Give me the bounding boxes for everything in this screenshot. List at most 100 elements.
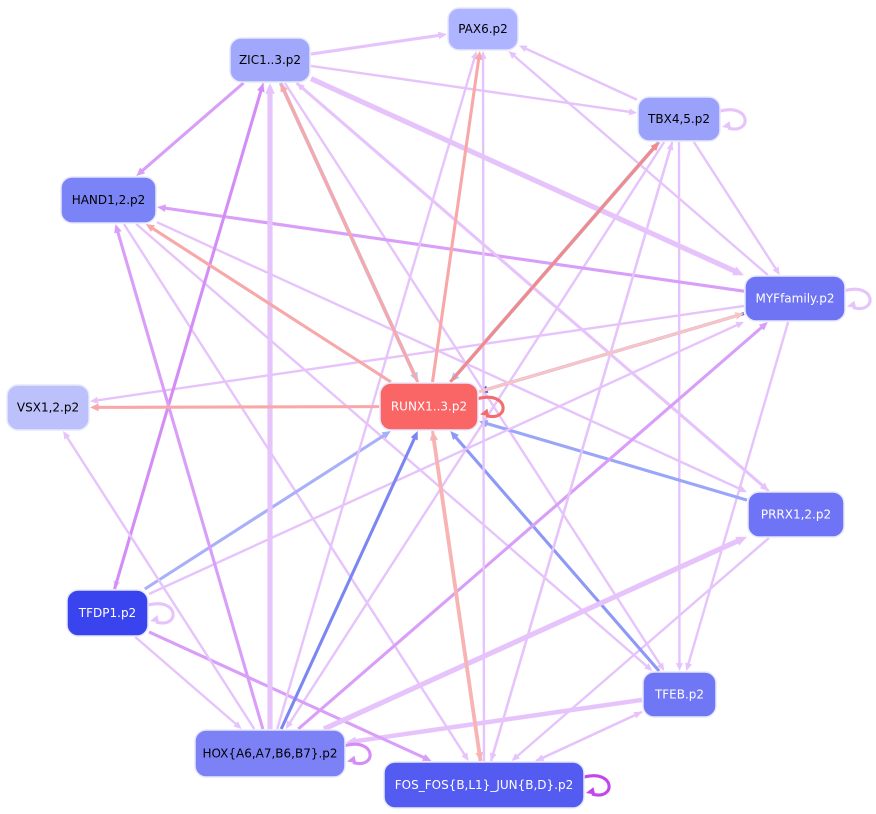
edge-arrowhead xyxy=(772,266,780,275)
edge-runx-to-hand xyxy=(145,224,392,384)
node-label: HAND1,2.p2 xyxy=(72,193,146,207)
edge-line xyxy=(322,538,740,732)
edge-runx-to-tbx xyxy=(449,142,659,384)
node-label: FOS_FOS{B,L1}_JUN{B,D}.p2 xyxy=(395,778,574,792)
edge-line xyxy=(430,58,481,383)
node-box[interactable] xyxy=(194,729,346,778)
node-box[interactable] xyxy=(60,176,157,224)
edge-line xyxy=(164,206,745,293)
node-hox[interactable]: HOX{A6,A7,B6,B7}.p2 xyxy=(194,729,346,778)
edge-line xyxy=(116,230,265,730)
node-box[interactable] xyxy=(379,382,479,431)
edge-runx-to-fos xyxy=(431,430,484,761)
edge-runx-to-runx xyxy=(477,395,505,419)
node-box[interactable] xyxy=(747,491,845,538)
edge-tbx-to-tfeb xyxy=(675,141,683,671)
node-pax6[interactable]: PAX6.p2 xyxy=(447,7,519,51)
node-label: PAX6.p2 xyxy=(458,22,508,36)
edge-fos-to-fos xyxy=(583,774,611,797)
nodes-layer: PAX6.p2ZIC1..3.p2TBX4,5.p2HAND1,2.p2MYFf… xyxy=(6,7,846,809)
edge-line xyxy=(301,86,770,492)
edge-line xyxy=(478,314,738,394)
edge-hox-to-hox xyxy=(344,742,372,766)
node-myf[interactable]: MYFfamily.p2 xyxy=(744,275,846,322)
node-prrx[interactable]: PRRX1,2.p2 xyxy=(747,491,845,538)
edge-line xyxy=(276,57,476,730)
edges-layer xyxy=(63,31,872,797)
node-box[interactable] xyxy=(637,96,721,142)
edge-arrowhead xyxy=(437,31,447,40)
edge-tfdp-to-zic xyxy=(113,83,265,590)
node-runx[interactable]: RUNX1..3.p2 xyxy=(379,382,479,431)
edge-line xyxy=(279,437,417,730)
node-fos[interactable]: FOS_FOS{B,L1}_JUN{B,D}.p2 xyxy=(383,761,585,809)
edge-line xyxy=(147,602,175,625)
edge-hox-to-prrx xyxy=(322,536,747,732)
edge-tfdp-to-hox xyxy=(134,636,242,729)
node-box[interactable] xyxy=(66,589,149,637)
edge-line xyxy=(431,430,481,754)
edge-line xyxy=(310,33,440,56)
edge-prrx-to-fos xyxy=(511,537,770,761)
node-label: MYFfamily.p2 xyxy=(756,292,835,306)
edge-tbx-to-pax6 xyxy=(519,45,638,101)
node-tfdp[interactable]: TFDP1.p2 xyxy=(66,589,149,637)
edge-line xyxy=(135,223,648,668)
edge-hox-to-hand xyxy=(114,224,265,730)
edge-hox-to-myf xyxy=(297,322,768,731)
edge-arrowhead xyxy=(650,142,659,151)
edge-line xyxy=(65,436,256,730)
edge-tfdp-to-runx xyxy=(144,431,391,591)
node-label: VSX1,2.p2 xyxy=(17,401,79,415)
edge-line xyxy=(156,221,742,491)
edge-tfeb-to-hox xyxy=(346,697,643,746)
node-box[interactable] xyxy=(229,37,311,83)
edge-zic-to-hand xyxy=(136,81,245,176)
edge-line xyxy=(148,323,739,596)
edge-arrowhead xyxy=(480,408,490,417)
node-box[interactable] xyxy=(6,384,90,431)
node-label: HOX{A6,A7,B6,B7}.p2 xyxy=(202,747,337,761)
edge-arrowhead xyxy=(666,142,674,151)
edge-line xyxy=(151,226,392,384)
edge-tfdp-to-myf xyxy=(148,321,744,596)
edge-arrowhead xyxy=(422,753,432,761)
edge-runx-to-pax6 xyxy=(430,51,483,383)
edge-runx-to-zic xyxy=(280,83,420,383)
edge-line xyxy=(449,146,656,384)
edge-runx-to-vsx xyxy=(90,403,380,412)
edge-tbx-to-tbx xyxy=(719,108,747,131)
edge-runx-to-myf xyxy=(478,312,744,394)
edge-line xyxy=(282,89,420,383)
edge-line xyxy=(719,108,747,131)
edge-arrowhead xyxy=(461,752,469,761)
edge-arrowhead xyxy=(511,753,520,761)
node-box[interactable] xyxy=(383,761,585,809)
edge-line xyxy=(122,223,466,756)
node-box[interactable] xyxy=(744,275,846,322)
node-vsx[interactable]: VSX1,2.p2 xyxy=(6,384,90,431)
edge-arrowhead xyxy=(265,83,275,94)
edge-line xyxy=(310,64,631,114)
edge-zic-to-tfeb xyxy=(283,82,665,671)
edge-arrowhead xyxy=(734,312,744,320)
node-hand[interactable]: HAND1,2.p2 xyxy=(60,176,157,224)
edge-arrowhead xyxy=(735,321,744,329)
edge-arrowhead xyxy=(450,431,459,440)
node-tbx[interactable]: TBX4,5.p2 xyxy=(637,96,721,142)
node-tfeb[interactable]: TFEB.p2 xyxy=(642,671,717,718)
edge-prrx-to-zic xyxy=(296,83,770,492)
edge-myf-to-vsx xyxy=(90,304,745,404)
edge-arrowhead xyxy=(280,83,288,93)
edge-line xyxy=(844,287,872,311)
edge-arrowhead xyxy=(586,787,596,795)
node-label: TFDP1.p2 xyxy=(78,606,136,620)
edge-arrowhead xyxy=(296,83,305,91)
edge-myf-to-tfeb xyxy=(685,321,790,671)
edge-line xyxy=(583,774,611,797)
node-zic[interactable]: ZIC1..3.p2 xyxy=(229,37,311,83)
node-box[interactable] xyxy=(642,671,717,718)
edge-arrowhead xyxy=(233,721,242,729)
node-box[interactable] xyxy=(447,7,519,51)
